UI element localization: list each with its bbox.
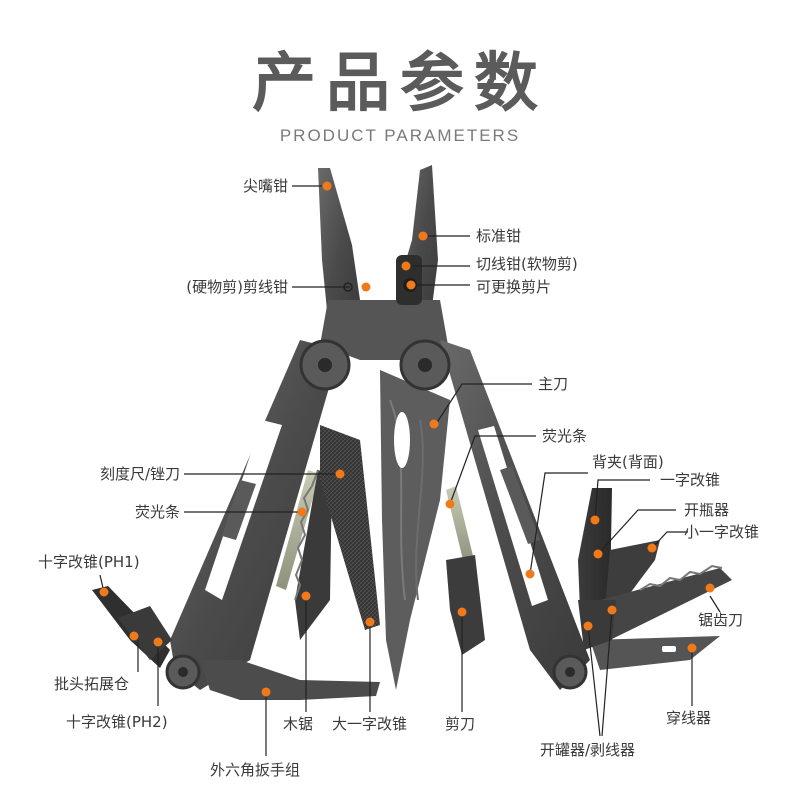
left-handle <box>165 339 351 690</box>
label-ruler-file: 刻度尺/锉刀 <box>99 465 180 483</box>
label-bottle-opener: 开瓶器 <box>684 501 730 519</box>
callout-dots <box>99 181 715 697</box>
label-back-clip: 背夹(背面) <box>592 453 664 471</box>
page-subtitle: PRODUCT PARAMETERS <box>279 126 521 145</box>
label-wood-saw: 木锯 <box>283 715 314 733</box>
label-serrated-knife: 锯齿刀 <box>698 611 744 629</box>
label-main-blade: 主刀 <box>538 375 569 393</box>
page-title: 产品参数 <box>252 47 548 121</box>
label-scissors: 剪刀 <box>445 715 476 733</box>
right-tools-fan <box>578 488 732 670</box>
label-flat-screwdriver: 一字改锥 <box>660 471 721 489</box>
label-phillips-ph2: 十字改锥(PH2) <box>66 713 168 731</box>
right-handle <box>399 339 590 690</box>
label-soft-wire-cutter: 切线钳(软物剪) <box>476 255 578 273</box>
leader-lines <box>99 185 721 756</box>
label-awl: 穿线器 <box>666 709 712 727</box>
label-small-flat-screwdriver: 小一字改锥 <box>684 523 760 541</box>
main-blade <box>380 370 450 690</box>
glow-strip-left <box>276 470 320 590</box>
label-hex-wrench-set: 外六角扳手组 <box>210 761 301 779</box>
label-glow-strip-left: 荧光条 <box>134 503 180 521</box>
label-can-opener-wire-stripper: 开罐器/剥线器 <box>540 741 636 759</box>
label-phillips-ph1: 十字改锥(PH1) <box>38 553 140 571</box>
glow-strip-right <box>446 486 474 564</box>
label-standard-pliers: 标准钳 <box>476 227 522 245</box>
ruler-file <box>320 425 380 630</box>
scissors <box>446 555 485 655</box>
left-bottom-tools <box>92 586 172 668</box>
plier-jaws <box>318 165 448 360</box>
label-large-flat-screwdriver: 大一字改锥 <box>332 715 408 733</box>
label-needle-nose-pliers: 尖嘴钳 <box>242 177 288 195</box>
label-replaceable-blade: 可更换剪片 <box>476 278 552 296</box>
hex-wrench-set <box>200 660 380 700</box>
label-glow-strip-right: 荧光条 <box>542 427 588 445</box>
label-bit-extension: 批头拓展仓 <box>54 675 130 693</box>
label-hard-wire-cutter: (硬物剪)剪线钳 <box>186 278 288 296</box>
